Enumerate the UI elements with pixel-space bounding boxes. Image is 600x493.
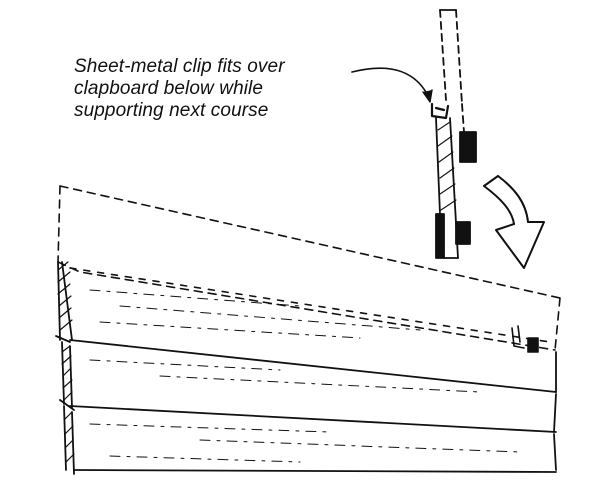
- callout-line-1: Sheet-metal clip fits over: [74, 56, 285, 77]
- clapboard-course-3: [63, 405, 557, 475]
- callout-text: Sheet-metal clip fits over clapboard bel…: [74, 56, 374, 122]
- callout-line-3: supporting next course: [74, 100, 269, 121]
- left-edge-hatching: [57, 261, 75, 463]
- clip-on-board: [511, 325, 539, 353]
- clapboard-course-2: [59, 341, 557, 433]
- callout-leader-line: [351, 67, 433, 103]
- wood-grain-lines: [89, 289, 521, 463]
- callout-line-2: clapboard below while: [74, 78, 264, 99]
- new-clapboard-dashed: [57, 185, 561, 351]
- down-arrow-icon: [483, 175, 545, 269]
- clip-section-detail: [430, 9, 477, 259]
- clapboard-course-1: [55, 261, 557, 393]
